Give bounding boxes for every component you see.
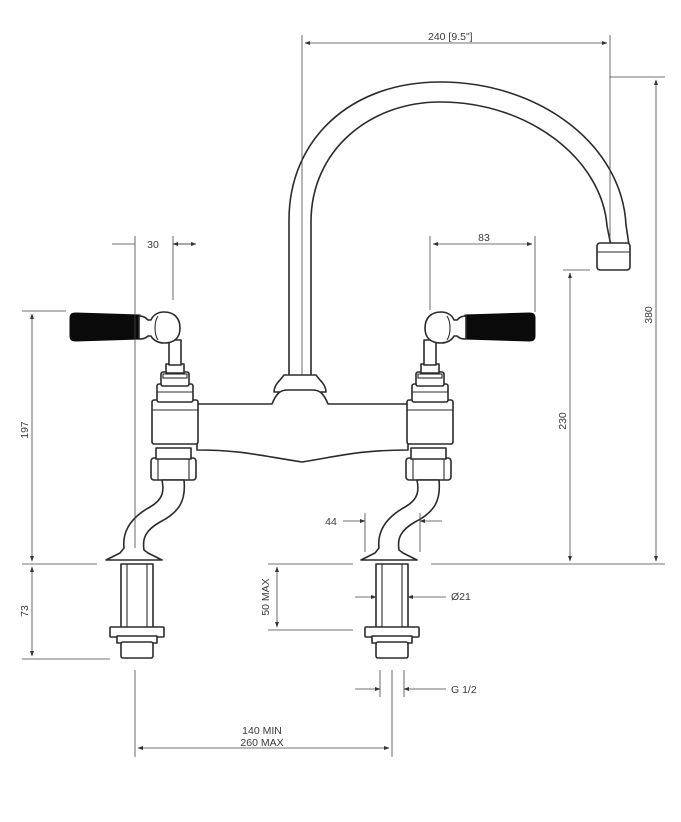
- spout-outlet: [596, 242, 631, 271]
- left-union-nut: [150, 447, 197, 481]
- label-body-height: 197: [19, 421, 31, 439]
- label-shank-length: 73: [19, 605, 31, 617]
- label-centres-max: 260 MAX: [240, 737, 283, 749]
- label-leg-offset: 44: [325, 516, 337, 528]
- label-centres-min: 140 MIN: [242, 725, 282, 737]
- left-s-leg: [105, 479, 186, 561]
- tap-illustration: [69, 81, 631, 659]
- left-valve: [151, 339, 199, 445]
- label-thread-size: G 1/2: [451, 684, 477, 696]
- label-outlet-height: 230: [557, 412, 569, 430]
- dimension-labels: 240 [9.5"] 30 83 380 230 197 73 50 MAX 4…: [19, 31, 655, 749]
- label-spout-reach: 240 [9.5"]: [428, 31, 473, 43]
- label-total-height: 380: [643, 306, 655, 324]
- label-lever-length: 83: [478, 232, 490, 244]
- left-lever-handle: [69, 311, 181, 344]
- right-union-nut: [405, 447, 452, 481]
- right-shank: [364, 563, 420, 659]
- spout-collar: [273, 374, 327, 393]
- label-lever-offset: 30: [147, 239, 159, 251]
- dimension-lines: [22, 35, 665, 757]
- right-s-leg: [360, 479, 441, 561]
- bridge-body: [196, 389, 409, 463]
- label-deck-max: 50 MAX: [260, 578, 272, 615]
- label-shank-diameter: Ø21: [451, 591, 471, 603]
- right-valve: [406, 339, 454, 445]
- left-shank: [109, 563, 165, 659]
- right-lever-handle: [424, 311, 536, 344]
